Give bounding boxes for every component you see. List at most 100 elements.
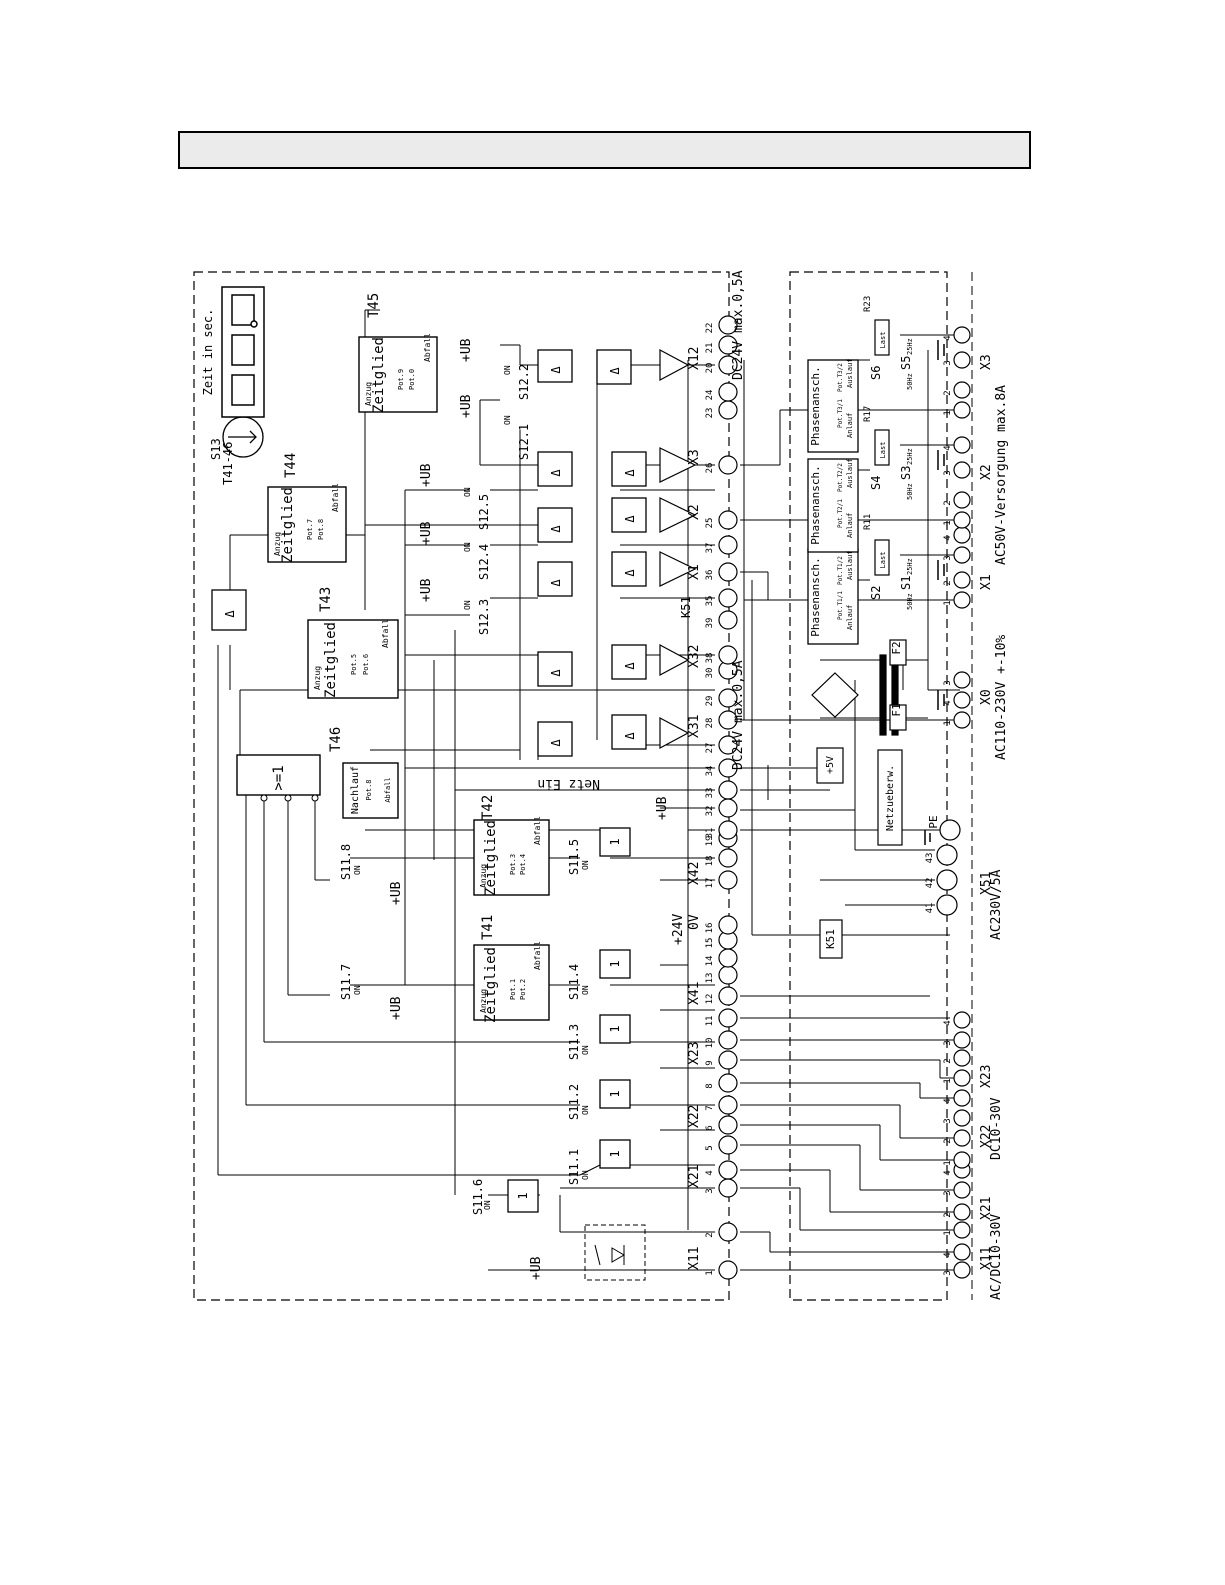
svg-text:X11: X11 xyxy=(979,1247,994,1270)
svg-text:+UB: +UB xyxy=(389,996,404,1020)
svg-text:Last: Last xyxy=(879,332,887,349)
terminal-number: 20 xyxy=(705,363,715,374)
svg-text:X21: X21 xyxy=(979,1197,994,1220)
terminal xyxy=(718,758,738,778)
resistor-labels: Last Last Last R11 R17 R23 50Hz 25Hz 50H… xyxy=(863,296,914,610)
svg-text:Netz Ein: Netz Ein xyxy=(537,776,600,791)
svg-text:AC110-230V +-10%: AC110-230V +-10% xyxy=(994,635,1009,760)
svg-text:Δ: Δ xyxy=(623,569,637,577)
svg-text:Pot.4: Pot.4 xyxy=(519,854,527,875)
svg-text:S5: S5 xyxy=(899,356,913,370)
connector-pin xyxy=(953,1069,971,1087)
svg-text:Δ: Δ xyxy=(608,367,622,375)
svg-text:25Hz: 25Hz xyxy=(906,338,914,355)
connector-pin-number: 3 xyxy=(943,1040,953,1045)
connector-pin xyxy=(953,526,971,544)
svg-text:Δ: Δ xyxy=(549,669,563,677)
svg-text:Anzug: Anzug xyxy=(313,666,322,690)
connector-pin-number: 2 xyxy=(943,580,953,585)
connector-pin-number: 3 xyxy=(943,555,953,560)
terminal xyxy=(718,870,738,890)
svg-text:X51: X51 xyxy=(979,872,994,895)
svg-text:Anzug: Anzug xyxy=(364,382,373,406)
terminal-number: 31 xyxy=(705,828,715,839)
phase-blocks xyxy=(807,359,859,645)
svg-text:Pot.9: Pot.9 xyxy=(397,369,405,390)
terminal xyxy=(718,735,738,755)
svg-text:AC230V/5A: AC230V/5A xyxy=(989,869,1004,940)
connector-pin-number: 3 xyxy=(943,1190,953,1195)
connector-pin xyxy=(953,1151,971,1169)
svg-text:S12.1: S12.1 xyxy=(517,424,531,460)
svg-text:+UB: +UB xyxy=(459,394,474,418)
terminal xyxy=(718,315,738,335)
svg-text:Abfall: Abfall xyxy=(384,777,392,802)
svg-text:Auslauf: Auslauf xyxy=(846,358,854,388)
timer-block-t42: Zeitglied Anzug Abfall Pot.3 Pot.4 xyxy=(473,816,550,896)
connector-pin xyxy=(953,461,971,479)
terminal-number: 39 xyxy=(705,618,715,629)
svg-text:AC50V-Versorgung max.8A: AC50V-Versorgung max.8A xyxy=(994,385,1009,565)
connector-pin-number: 1 xyxy=(943,1160,953,1165)
fuse-f1-label: F1 xyxy=(890,703,903,716)
connector-pin xyxy=(953,546,971,564)
schematic-labels: T45 T44 T43 T42 T41 T46 T41-46 S13 S11.1… xyxy=(209,270,1009,1300)
svg-text:Pot.5: Pot.5 xyxy=(350,654,358,675)
svg-text:S2: S2 xyxy=(869,586,883,600)
svg-text:Δ: Δ xyxy=(623,732,637,740)
svg-text:Phasenansch.: Phasenansch. xyxy=(809,366,822,445)
svg-text:S12.3: S12.3 xyxy=(477,599,491,635)
connector-pin-number: 3 xyxy=(943,1270,953,1275)
svg-text:X11: X11 xyxy=(687,1247,702,1270)
svg-text:S11.2: S11.2 xyxy=(567,1084,581,1120)
svg-text:DC24V max.0,5A: DC24V max.0,5A xyxy=(731,270,746,380)
terminal-number: 23 xyxy=(705,408,715,419)
svg-text:Pot.1: Pot.1 xyxy=(509,979,517,1000)
svg-text:S4: S4 xyxy=(869,476,883,490)
x51-pin-number: 43 xyxy=(925,853,935,864)
terminal-number: 22 xyxy=(705,323,715,334)
terminal xyxy=(718,688,738,708)
svg-text:Pot.0: Pot.0 xyxy=(408,369,416,390)
svg-text:Pot.T2/2: Pot.T2/2 xyxy=(837,463,844,492)
terminal-number: 33 xyxy=(705,788,715,799)
main-board-frame xyxy=(193,271,730,1301)
svg-text:+24V: +24V xyxy=(671,914,686,945)
relay-symbols: Δ Δ Δ Δ Δ Δ Δ Δ Δ Δ Δ Δ Δ xyxy=(223,366,637,747)
terminal-number: 30 xyxy=(705,668,715,679)
svg-text:X3: X3 xyxy=(979,354,994,370)
svg-text:X32: X32 xyxy=(687,645,702,668)
connector-pin-number: 2 xyxy=(943,500,953,505)
x51-pin xyxy=(936,869,958,891)
x51-pin xyxy=(936,844,958,866)
supply-5v-label: +5V xyxy=(825,756,836,774)
connector-pin xyxy=(953,591,971,609)
svg-text:1: 1 xyxy=(516,1192,530,1199)
svg-text:Δ: Δ xyxy=(623,469,637,477)
svg-text:Anzug: Anzug xyxy=(273,532,282,556)
connector-pin xyxy=(953,571,971,589)
svg-text:+UB: +UB xyxy=(389,881,404,905)
terminal xyxy=(718,1073,738,1093)
connector-pin xyxy=(953,381,971,399)
svg-text:Pot.T1/2: Pot.T1/2 xyxy=(837,556,844,585)
connector-pin xyxy=(953,401,971,419)
connector-pin-number: 3 xyxy=(943,680,953,685)
svg-text:T41-46: T41-46 xyxy=(221,442,235,485)
svg-text:ON: ON xyxy=(463,600,472,610)
svg-text:ON: ON xyxy=(503,415,512,425)
svg-text:+UB: +UB xyxy=(419,578,434,602)
connector-pin xyxy=(953,1109,971,1127)
svg-text:S11.1: S11.1 xyxy=(567,1149,581,1185)
svg-text:S12.2: S12.2 xyxy=(517,364,531,400)
svg-text:0V: 0V xyxy=(687,914,702,930)
svg-text:S11.8: S11.8 xyxy=(339,844,353,880)
svg-text:T41: T41 xyxy=(480,915,496,940)
svg-text:Pot.8: Pot.8 xyxy=(365,779,373,800)
terminal xyxy=(718,965,738,985)
terminal xyxy=(718,915,738,935)
load-resistors xyxy=(874,319,890,576)
svg-text:S1: S1 xyxy=(899,576,913,590)
k51-coil-label: K51 xyxy=(824,929,837,949)
terminal-number: 35 xyxy=(705,596,715,607)
